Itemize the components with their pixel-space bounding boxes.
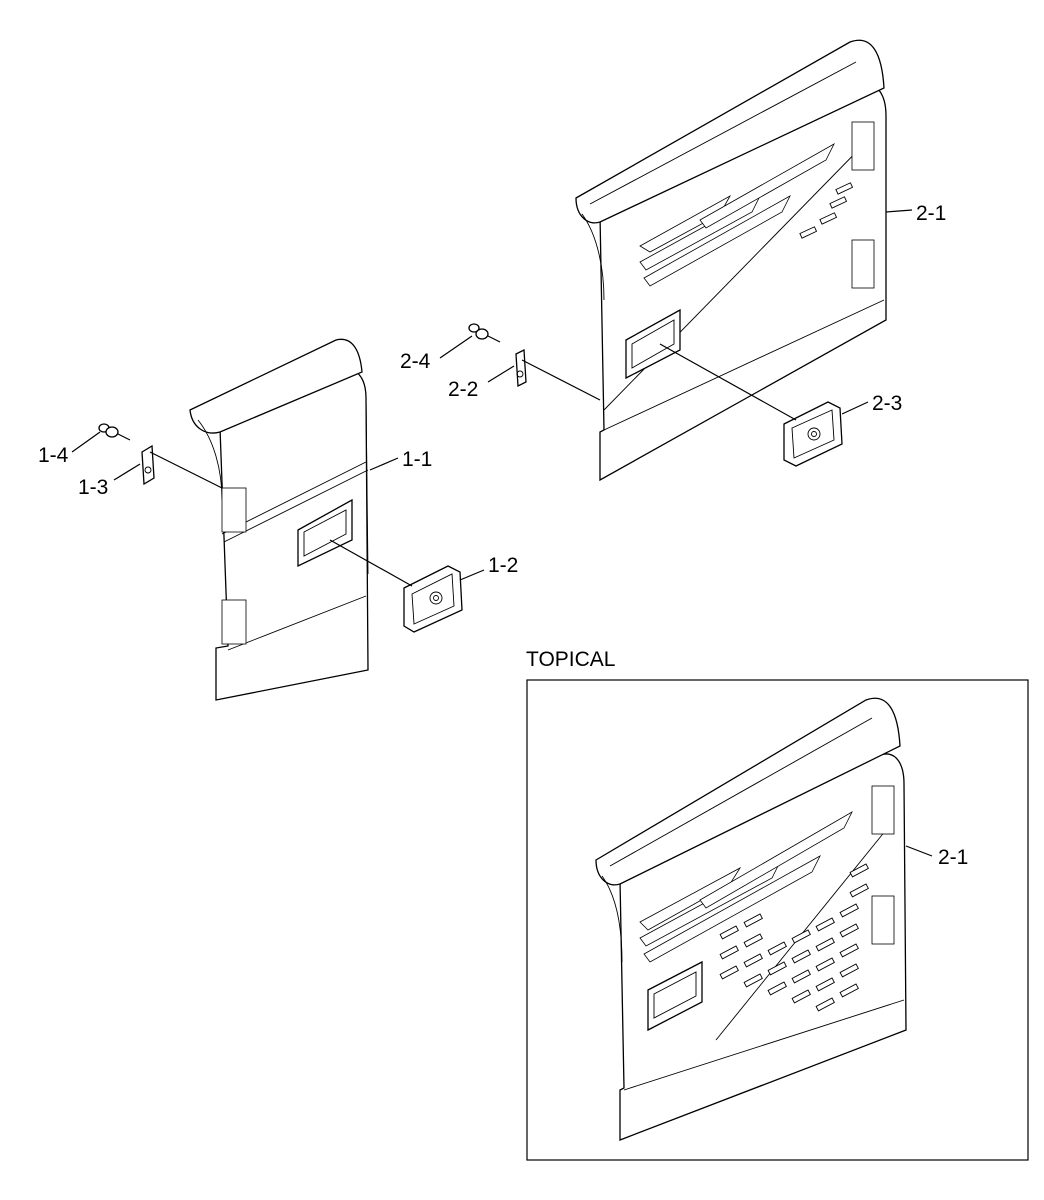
label-1-2: 1-2 [488,554,518,577]
hinge-2-2 [515,348,527,388]
label-1-1: 1-1 [402,448,432,471]
latch-2-3 [783,401,843,467]
inset-frame [526,679,1029,1161]
inset-title: TOPICAL [526,648,615,671]
inset-label-2-1: 2-1 [938,846,968,869]
panel-1-1 [189,338,369,701]
bolt-2-4 [468,323,501,343]
leader-lines [71,209,933,857]
hinge-1-3 [141,444,155,486]
panel-2-1 [575,39,887,482]
label-2-1: 2-1 [916,202,946,225]
label-2-2: 2-2 [448,378,478,401]
inset-topical [526,679,1029,1161]
label-1-4: 1-4 [38,444,69,467]
latch-1-2 [403,565,463,633]
inset-vent-slots [719,863,869,1012]
label-2-4: 2-4 [400,350,431,373]
bolt-1-4 [98,423,131,441]
label-2-3: 2-3 [872,392,902,415]
label-1-3: 1-3 [78,476,108,499]
